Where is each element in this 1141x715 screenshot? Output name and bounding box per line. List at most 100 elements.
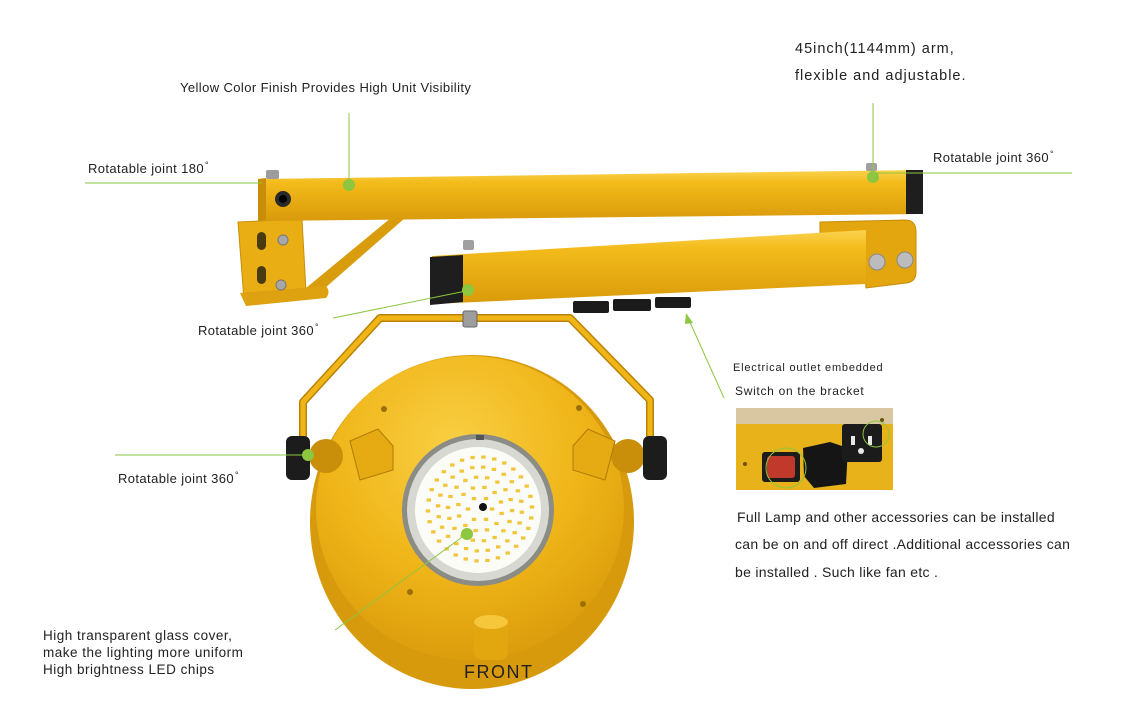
- led-chip: [463, 478, 468, 483]
- accessories-line-2: can be on and off direct .Additional acc…: [735, 536, 1071, 552]
- led-chip: [482, 485, 487, 489]
- joint-bolt: [896, 251, 914, 269]
- lamp-yoke: [299, 310, 654, 456]
- led-chip: [434, 478, 439, 482]
- led-chip: [456, 514, 462, 518]
- led-chip: [485, 548, 490, 552]
- outlet-inset-photo: [736, 408, 893, 490]
- visibility-label: Yellow Color Finish Provides High Unit V…: [180, 80, 472, 95]
- bracket-bolt: [275, 279, 287, 291]
- led-chip: [491, 467, 497, 471]
- joint-360-top-label: Rotatable joint 360°: [933, 149, 1054, 166]
- arm-spec-line-1: 45inch(1144mm) arm,: [795, 41, 955, 57]
- led-chip: [518, 475, 524, 479]
- knob-left: [286, 436, 310, 480]
- keyhole-slot: [257, 266, 266, 284]
- bracket-bolt: [277, 234, 289, 246]
- led-chip: [471, 497, 477, 501]
- led-chip: [435, 504, 441, 508]
- degree-mark: °: [205, 160, 210, 170]
- yoke-bolt: [462, 310, 478, 328]
- screw-hole: [576, 405, 582, 411]
- led-chip: [425, 509, 431, 513]
- led-chip: [507, 519, 512, 524]
- led-chip: [481, 465, 486, 469]
- led-chip: [474, 559, 479, 563]
- led-chip: [483, 517, 489, 521]
- led-chip: [484, 528, 490, 532]
- led-chip: [436, 539, 442, 543]
- led-chip: [431, 530, 436, 534]
- screw-hole: [381, 406, 387, 412]
- led-chip: [452, 526, 457, 530]
- view-caption: FRONT: [464, 662, 534, 682]
- led-chip: [436, 515, 441, 519]
- power-socket: [842, 424, 882, 462]
- led-chip: [501, 529, 506, 533]
- led-chip: [492, 490, 497, 495]
- led-chip: [496, 545, 501, 549]
- led-chip: [498, 500, 504, 504]
- lens-clip: [476, 435, 484, 440]
- pivot-hole-inner: [279, 195, 287, 203]
- led-chip: [526, 526, 531, 530]
- outlet-label-line-2: Switch on the bracket: [735, 384, 865, 398]
- upper-arm: [258, 163, 923, 221]
- led-chip: [524, 484, 529, 488]
- led-chip: [465, 507, 471, 511]
- leader-lines: [85, 103, 1072, 631]
- led-chip: [485, 558, 490, 563]
- screw-hole: [407, 589, 413, 595]
- power-plug: [803, 442, 848, 488]
- upper-arm-end-cap: [906, 170, 923, 214]
- led-chip: [509, 509, 515, 513]
- led-chip: [453, 553, 458, 557]
- led-chip: [459, 469, 464, 473]
- inset-highlight-circle: [862, 420, 890, 448]
- joint-label-text: Rotatable joint 360: [118, 471, 235, 486]
- led-chip: [512, 531, 517, 535]
- bracket-plate: [237, 218, 307, 301]
- led-chip: [470, 486, 476, 490]
- led-chip: [517, 521, 522, 525]
- led-chip: [450, 475, 455, 479]
- outlet-box: [573, 301, 609, 313]
- inset-highlight-circle: [765, 447, 807, 489]
- led-chip: [470, 538, 475, 542]
- led-chip: [456, 503, 461, 507]
- inset-screw: [743, 462, 747, 466]
- led-chip: [529, 505, 535, 509]
- joint-360-mid-label: Rotatable joint 360°: [198, 322, 319, 339]
- led-chip: [473, 475, 479, 479]
- accessories-line-3: be installed . Such like fan etc .: [735, 564, 939, 580]
- glass-line-1: High transparent glass cover,: [43, 628, 233, 643]
- socket-slot: [851, 436, 855, 445]
- led-chip: [448, 494, 453, 499]
- led-chip: [481, 539, 487, 543]
- led-chip: [511, 467, 516, 471]
- pivot-disc-right: [611, 439, 645, 473]
- led-chip: [470, 466, 475, 470]
- pivot-disc-left: [309, 439, 343, 473]
- glass-cover: [402, 434, 554, 586]
- lower-arm-end-cap: [430, 255, 463, 305]
- led-chip: [429, 488, 434, 492]
- outlet-label-line-1: Electrical outlet embedded: [733, 362, 884, 374]
- led-chip: [470, 455, 475, 460]
- upper-arm-body: [258, 170, 920, 221]
- glass-line-2: make the lighting more uniform: [43, 645, 244, 660]
- socket-ground: [858, 448, 864, 454]
- power-switch: [767, 456, 795, 478]
- led-chip: [450, 463, 455, 467]
- led-chip: [463, 547, 469, 551]
- outlet-box: [655, 297, 691, 308]
- pivot-bolt: [463, 240, 474, 250]
- lens-center: [479, 503, 487, 511]
- outlet-box: [613, 299, 651, 311]
- led-chip: [505, 539, 510, 543]
- led-chip: [439, 525, 445, 529]
- accessories-line-1: Full Lamp and other accessories can be i…: [737, 509, 1055, 525]
- led-chip: [447, 516, 452, 520]
- joint-bolt: [868, 253, 886, 271]
